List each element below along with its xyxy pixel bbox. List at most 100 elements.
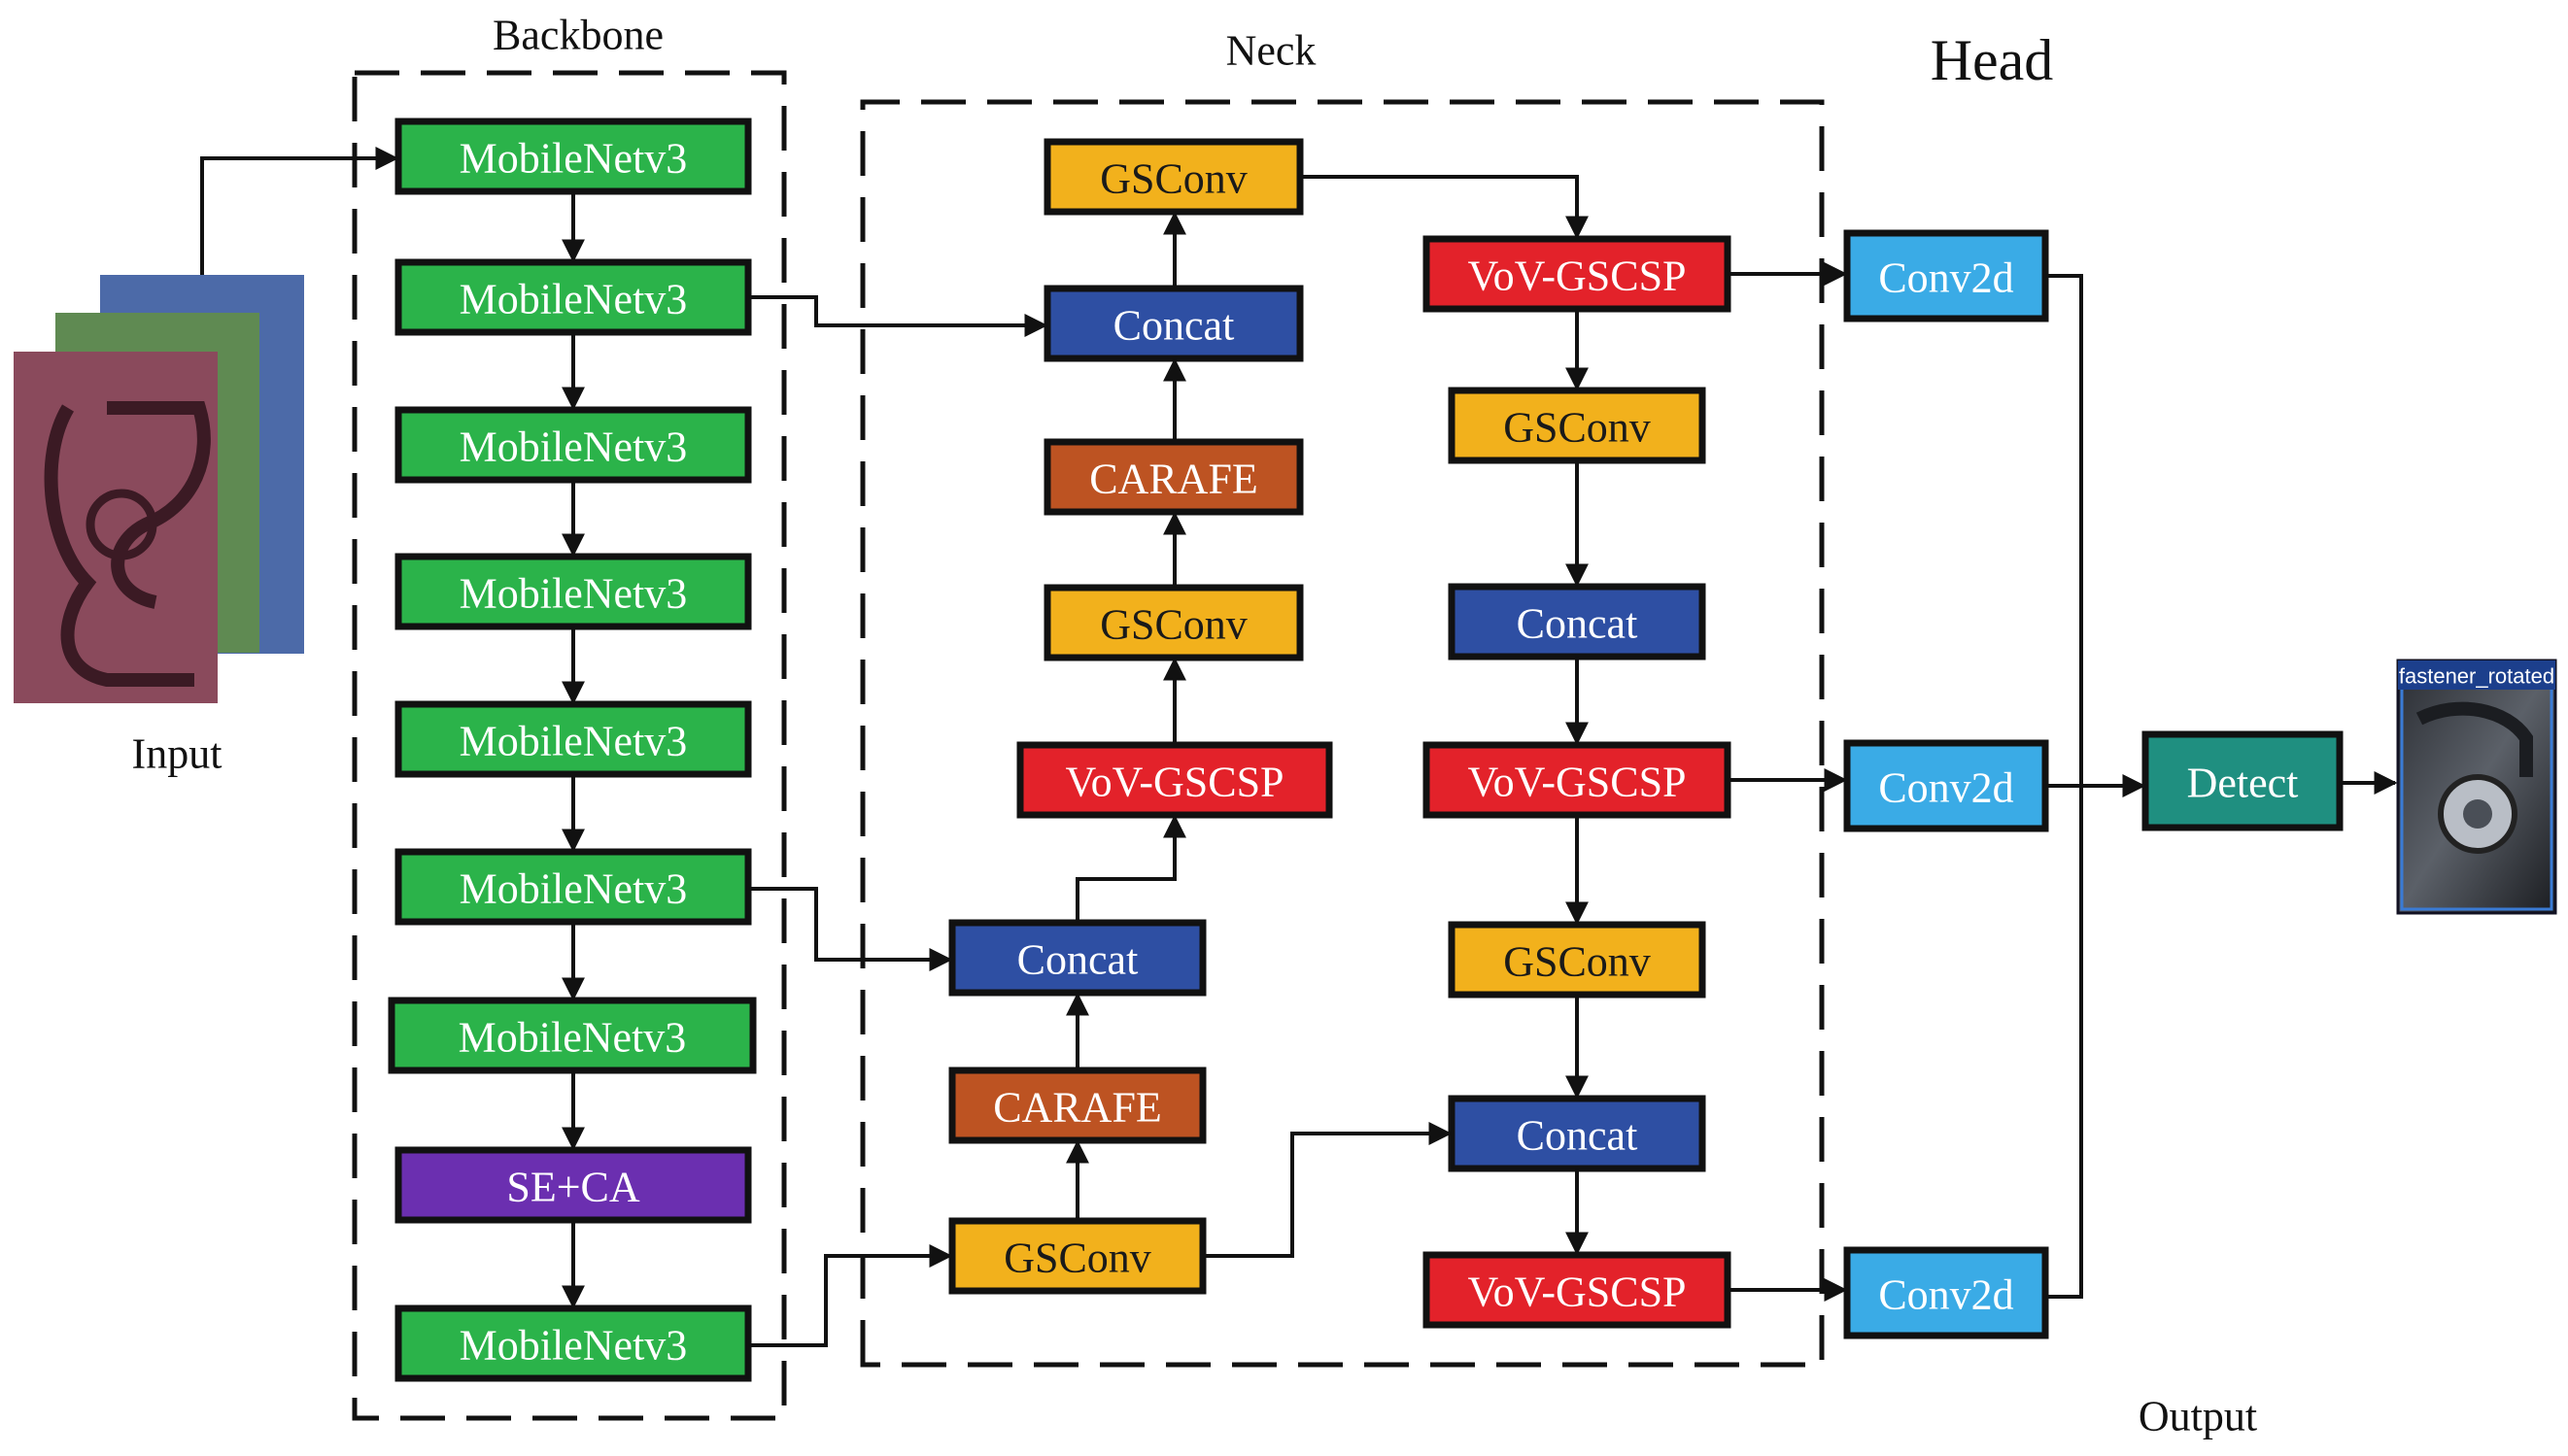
edge-gsconv-to-vov: [1300, 175, 1589, 240]
input-fastener-shape: [44, 401, 211, 687]
mobilenetv3-block-label: MobileNetv3: [460, 570, 688, 618]
mobilenetv3-block-b3: MobileNetv3: [394, 406, 752, 484]
output-caption-bg: [2398, 660, 2555, 690]
mobilenetv3-block-label: MobileNetv3: [460, 423, 688, 471]
concat-block-box: [1044, 285, 1304, 362]
carafe-block-label: CARAFE: [993, 1084, 1162, 1132]
concat-block-r3: Concat: [1448, 583, 1706, 660]
conv2d-block-box: [1843, 739, 2049, 832]
mobilenetv3-block-b1: MobileNetv3: [394, 118, 752, 195]
output-clip: [2415, 701, 2533, 777]
gsconv-block-label: GSConv: [1503, 404, 1651, 452]
vov-gscsp-block-label: VoV-GSCSP: [1467, 759, 1686, 806]
conv2d-block-h3: Conv2d: [1843, 1246, 2049, 1339]
edge-b6-to-concat: [748, 887, 953, 971]
concat-block-label: Concat: [1517, 600, 1638, 648]
mobilenetv3-block-label: MobileNetv3: [460, 276, 688, 323]
gsconv-block-box: [1044, 138, 1304, 216]
se-ca-block-box: [394, 1146, 752, 1224]
carafe-block-box: [948, 1067, 1207, 1144]
mobilenetv3-block-b4: MobileNetv3: [394, 553, 752, 630]
edge-b2-to-concat: [748, 295, 1048, 337]
gsconv-block-label: GSConv: [1004, 1235, 1151, 1282]
conv2d-block-label: Conv2d: [1878, 1271, 2013, 1319]
mobilenetv3-block-b6: MobileNetv3: [394, 848, 752, 926]
backbone-region: [352, 70, 787, 1421]
gsconv-block-n1: GSConv: [1044, 138, 1304, 216]
gsconv-block-box: [1044, 584, 1304, 661]
vov-gscsp-block-box: [1422, 741, 1731, 819]
concat-block-r6: Concat: [1448, 1095, 1706, 1172]
vov-gscsp-block-box: [1422, 1251, 1731, 1329]
detect-block-box: [2141, 730, 2344, 831]
gsconv-block-box: [1448, 387, 1706, 464]
mobilenetv3-block-label: MobileNetv3: [460, 135, 688, 183]
concat-block-n6: Concat: [948, 919, 1207, 997]
gsconv-block-label: GSConv: [1503, 938, 1651, 986]
concat-block-label: Concat: [1517, 1112, 1638, 1160]
mobilenetv3-block-b9: MobileNetv3: [394, 1304, 752, 1382]
carafe-block-label: CARAFE: [1089, 456, 1258, 503]
carafe-block-n3: CARAFE: [1044, 438, 1304, 516]
input-label: Input: [132, 730, 223, 778]
mobilenetv3-block-label: MobileNetv3: [460, 1322, 688, 1370]
output-nut-core: [2463, 799, 2492, 829]
conv2d-block-label: Conv2d: [1878, 254, 2013, 302]
conv2d-block-h2: Conv2d: [1843, 739, 2049, 832]
gsconv-block-r5: GSConv: [1448, 921, 1706, 999]
backbone-title: Backbone: [493, 12, 664, 59]
neck-region: [860, 99, 1825, 1368]
conv2d-block-label: Conv2d: [1878, 764, 2013, 812]
output-label: Output: [2139, 1393, 2257, 1440]
mobilenetv3-block-box: [394, 406, 752, 484]
mobilenetv3-block-box: [394, 1304, 752, 1382]
mobilenetv3-block-box: [394, 700, 752, 778]
carafe-block-box: [1044, 438, 1304, 516]
vov-gscsp-block-n5: VoV-GSCSP: [1016, 741, 1333, 819]
vov-gscsp-block-r4: VoV-GSCSP: [1422, 741, 1731, 819]
gsconv-block-box: [948, 1217, 1207, 1295]
se-ca-block-label: SE+CA: [506, 1164, 640, 1211]
conv2d-block-h1: Conv2d: [1843, 229, 2049, 322]
concat-block-label: Concat: [1113, 302, 1235, 350]
mobilenetv3-block-label: MobileNetv3: [459, 1014, 687, 1062]
mobilenetv3-block-label: MobileNetv3: [460, 718, 688, 765]
neck-title: Neck: [1226, 27, 1317, 75]
concat-block-box: [1448, 1095, 1706, 1172]
carafe-block-n7: CARAFE: [948, 1067, 1207, 1144]
head-title: Head: [1931, 28, 2054, 92]
output-caption: fastener_rotated: [2399, 664, 2554, 689]
gsconv-block-label: GSConv: [1100, 601, 1248, 649]
mobilenetv3-block-b2: MobileNetv3: [394, 258, 752, 336]
mobilenetv3-block-box: [388, 997, 757, 1074]
mobilenetv3-block-label: MobileNetv3: [460, 865, 688, 913]
detect-block-det: Detect: [2141, 730, 2344, 831]
gsconv-block-box: [1448, 921, 1706, 999]
gsconv-block-r2: GSConv: [1448, 387, 1706, 464]
vov-gscsp-block-label: VoV-GSCSP: [1467, 253, 1686, 300]
concat-block-n2: Concat: [1044, 285, 1304, 362]
mobilenetv3-block-box: [394, 848, 752, 926]
edge-b9-to-gsconv: [748, 1244, 953, 1347]
concat-block-box: [1448, 583, 1706, 660]
vov-gscsp-block-r7: VoV-GSCSP: [1422, 1251, 1731, 1329]
edges: [200, 147, 2398, 1347]
edge-up: [1076, 814, 1186, 923]
mobilenetv3-block-box: [394, 553, 752, 630]
mobilenetv3-block-box: [394, 258, 752, 336]
vov-gscsp-block-label: VoV-GSCSP: [1467, 1269, 1686, 1316]
vov-gscsp-block-box: [1422, 235, 1731, 313]
concat-block-box: [948, 919, 1207, 997]
gsconv-block-label: GSConv: [1100, 155, 1248, 203]
conv2d-block-box: [1843, 229, 2049, 322]
conv2d-block-box: [1843, 1246, 2049, 1339]
edge-gsconv-to-concat: [1203, 1122, 1453, 1258]
gsconv-block-n8: GSConv: [948, 1217, 1207, 1295]
edge-input-to-backbone: [200, 147, 399, 275]
mobilenetv3-block-box: [394, 118, 752, 195]
input-image-stack: [14, 275, 304, 703]
blocks: MobileNetv3MobileNetv3MobileNetv3MobileN…: [388, 118, 2344, 1382]
input-fastener-nut: [86, 489, 157, 560]
output-image: fastener_rotated: [2396, 659, 2557, 915]
